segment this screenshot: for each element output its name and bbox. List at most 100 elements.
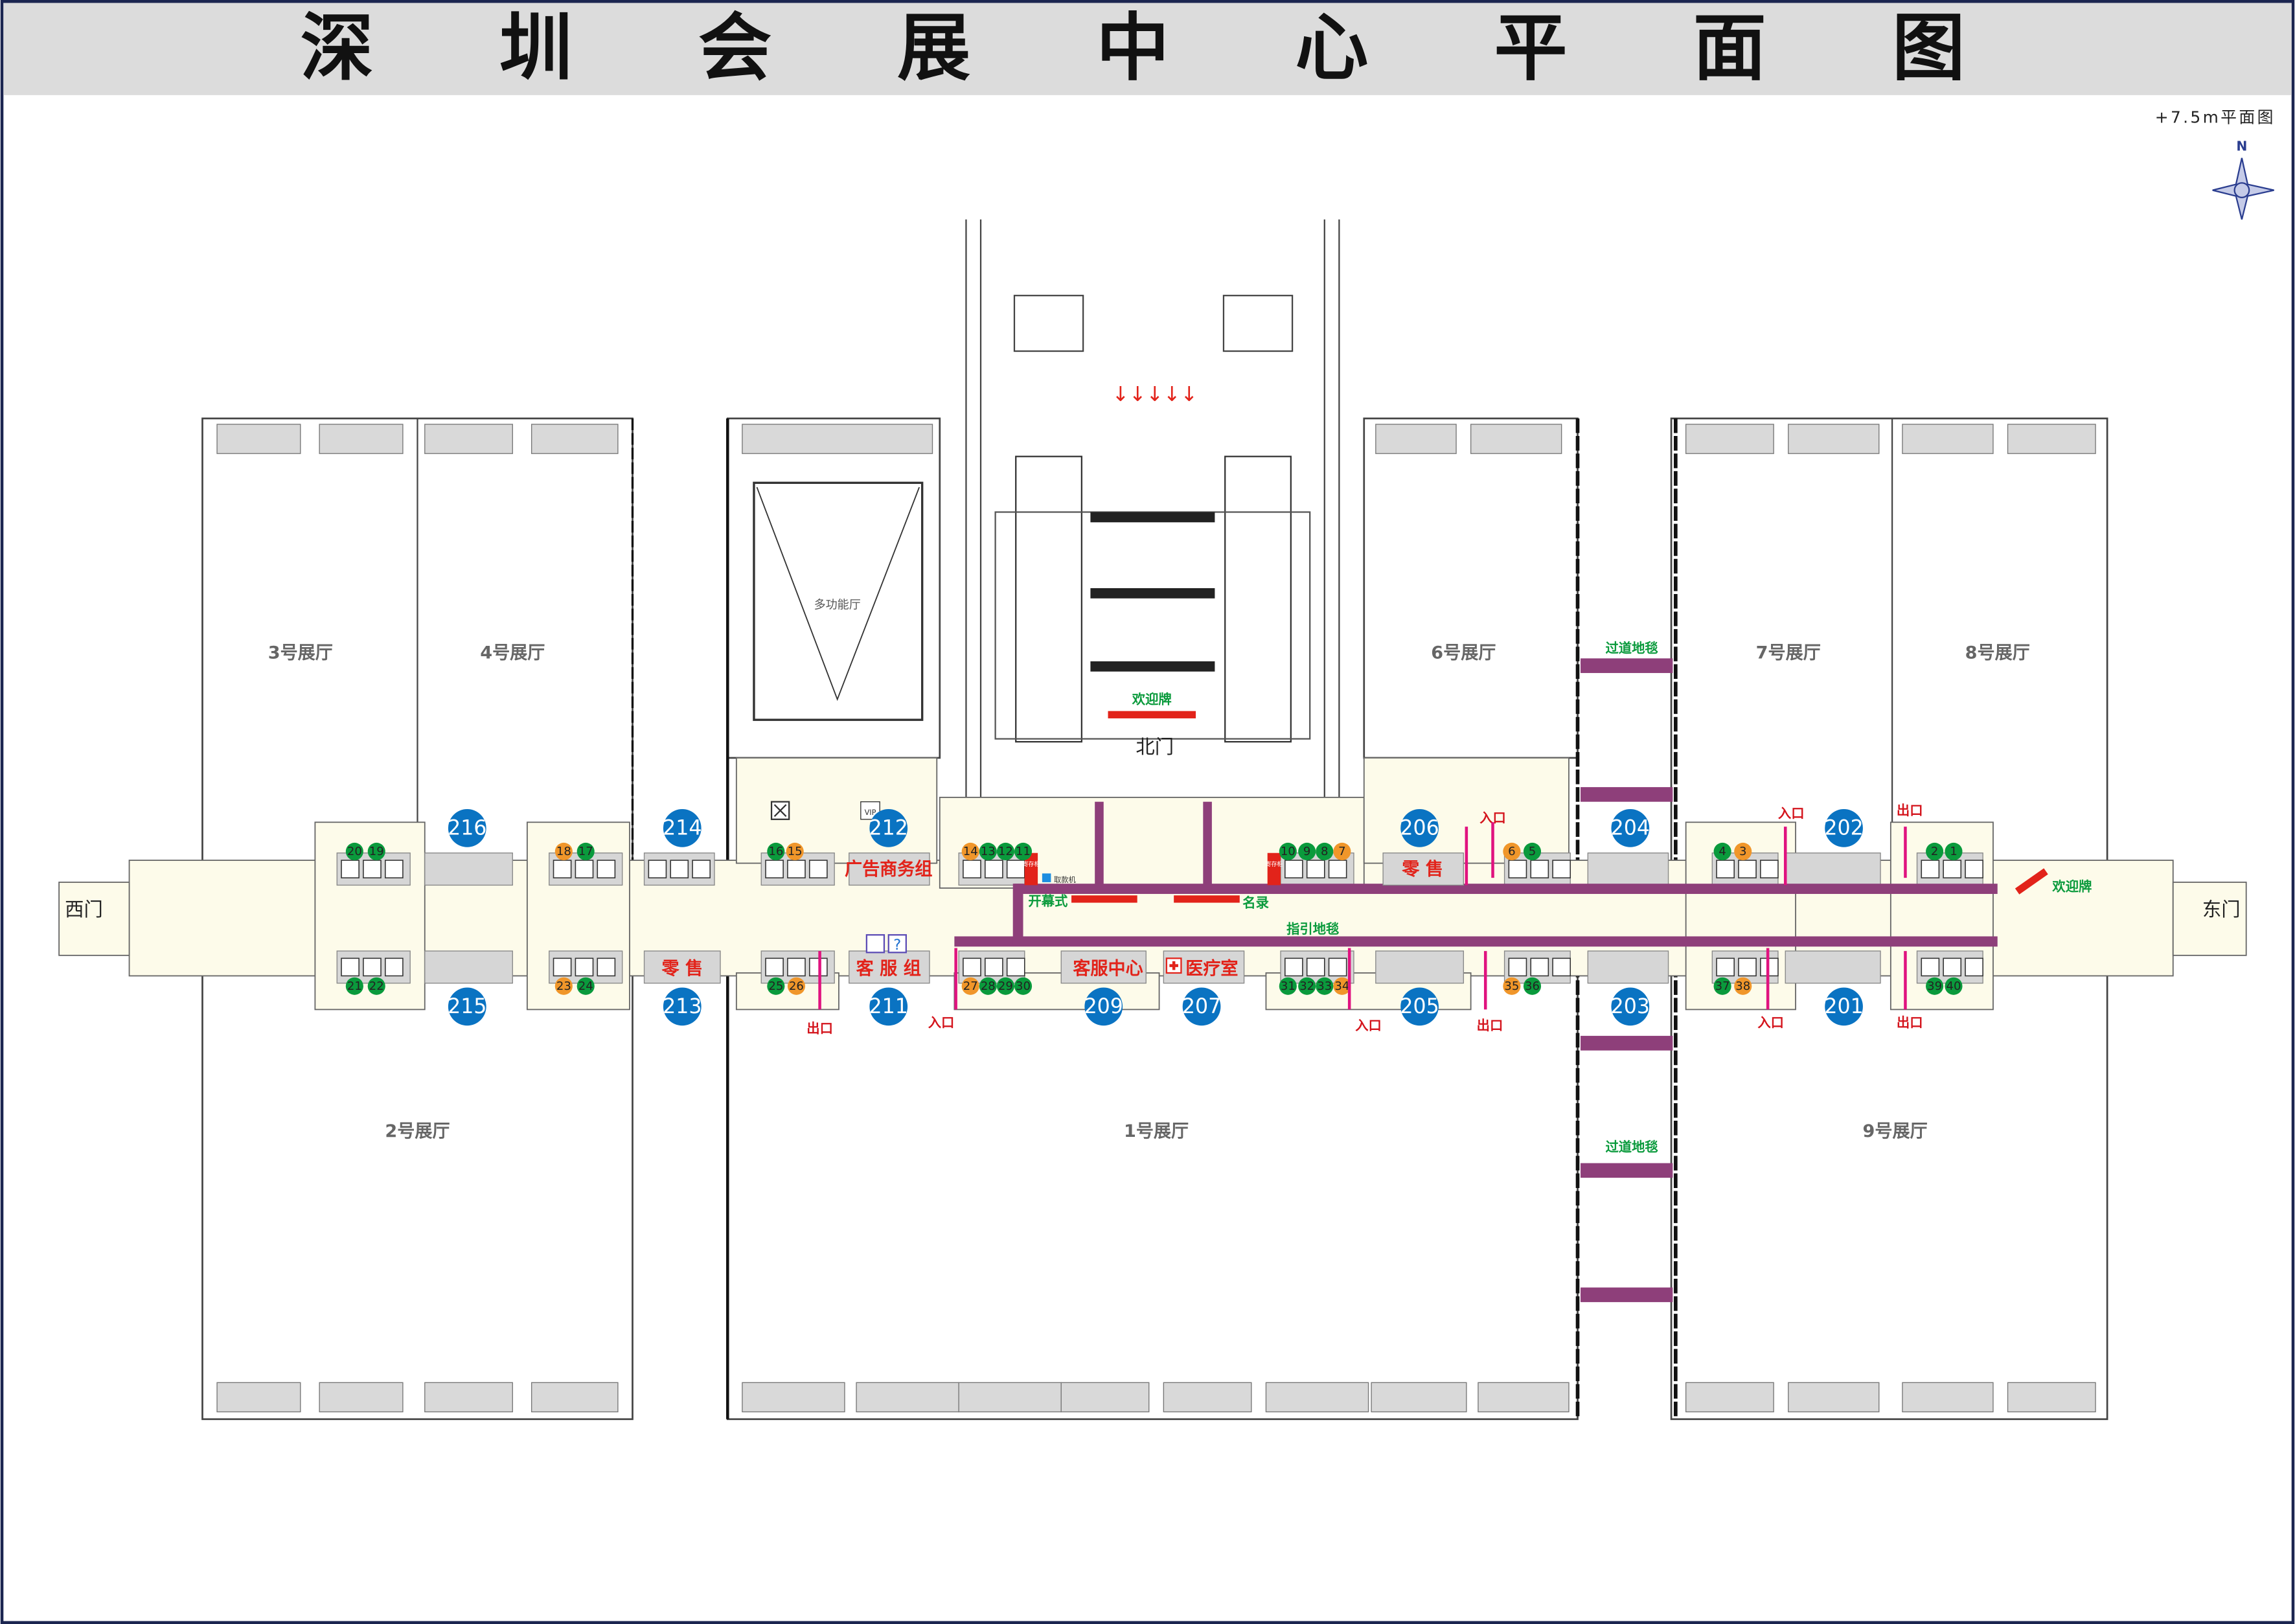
- hall-4-label: 4号展厅: [480, 643, 545, 663]
- hall-gate-strip: [319, 424, 404, 454]
- hall-gate-strip: [1902, 424, 1994, 454]
- title-band: [3, 3, 2292, 95]
- service-point-number: 1: [1950, 845, 1957, 858]
- service-point-dot: [979, 977, 997, 995]
- service-point-dot: [1734, 977, 1752, 995]
- guide-carpet-label: 指引地毯: [1286, 921, 1339, 937]
- service-point-number: 10: [1281, 845, 1296, 858]
- hall-2-label: 2号展厅: [385, 1121, 450, 1141]
- elevator-icon: [1285, 957, 1303, 977]
- service-point-dot: [1503, 977, 1521, 995]
- hall-6-label: 6号展厅: [1431, 643, 1496, 663]
- service-point-dot: [767, 842, 785, 861]
- opening-ceremony-label: 开幕式: [1028, 893, 1068, 909]
- phone-icon: [692, 860, 711, 878]
- service-point-number: 3: [1739, 845, 1746, 858]
- service-point-dot: [1523, 842, 1542, 861]
- escalator-icon: [1738, 957, 1757, 977]
- service-point-dot: [979, 842, 997, 861]
- escalator-icon: [363, 860, 382, 878]
- phone-icon: [1006, 860, 1025, 878]
- hall-8-label: 8号展厅: [1965, 643, 2030, 663]
- room-badge: [1825, 987, 1863, 1026]
- compass-icon: N: [2212, 139, 2274, 220]
- service-point-dot: [787, 977, 805, 995]
- hall-gate-strip: [424, 424, 513, 454]
- service-point-dot: [996, 977, 1014, 995]
- service-point-number: 38: [1735, 979, 1750, 993]
- service-point-number: 12: [998, 845, 1013, 858]
- help-icon: [887, 934, 907, 954]
- hall-gate-strip: [531, 424, 619, 454]
- elevator-icon: [648, 860, 667, 878]
- west-gate-text: 西门: [65, 898, 103, 921]
- hall-9-label: 9号展厅: [1863, 1121, 1928, 1141]
- hall-6-outline: [1363, 417, 1579, 759]
- service-point-number: 34: [1334, 979, 1349, 993]
- elevator-icon: [765, 957, 784, 977]
- service-point-dot: [577, 977, 595, 995]
- exit-label: 出口: [1897, 1015, 1923, 1031]
- escalator-icon: [363, 957, 382, 977]
- service-point-dot: [577, 842, 595, 861]
- service-point-number: 30: [1016, 979, 1031, 993]
- hall-1-outline: [726, 972, 1579, 1421]
- hall-gate-strips: [216, 424, 2096, 1413]
- hall-gate-strip: [958, 1382, 1062, 1413]
- service-point-dot: [1926, 977, 1944, 995]
- room-badge: [663, 987, 702, 1026]
- exit-label: 出口: [1477, 1018, 1503, 1033]
- phone-icon: [385, 957, 404, 977]
- phone-icon: [597, 957, 616, 977]
- info-icon: [865, 934, 885, 954]
- entrance-label: 入口: [1355, 1018, 1382, 1033]
- locker-label: 寄存柜: [1265, 860, 1283, 868]
- escalator-icon: [1306, 957, 1325, 977]
- service-point-dot: [1945, 977, 1963, 995]
- retail-top: 零 售: [1401, 859, 1443, 880]
- hall-gate-strip: [1478, 1382, 1570, 1413]
- aisle-carpets: 过道地毯 过道地毯: [1581, 640, 1673, 1303]
- phone-icon: [1328, 957, 1347, 977]
- service-point-number: 35: [1504, 979, 1519, 993]
- north-entrance: 欢迎牌 北门 ↓↓↓↓↓: [965, 219, 1340, 797]
- locker-label: 寄存柜: [1022, 860, 1040, 868]
- entrance-label: 入口: [1778, 806, 1805, 821]
- escalator-icon: [1530, 860, 1549, 878]
- hall-3-label: 3号展厅: [268, 643, 333, 663]
- service-point-dot: [554, 842, 573, 861]
- customer-service-group: 客 服 组: [856, 958, 921, 979]
- service-point-number: 2: [1931, 845, 1938, 858]
- hall-gate-strip: [1685, 1382, 1774, 1413]
- compass-north-label: N: [2236, 139, 2247, 154]
- service-point-number: 22: [369, 979, 384, 993]
- east-gate-label: 东门: [2202, 898, 2241, 921]
- phone-icon: [1760, 860, 1779, 878]
- service-block: [424, 950, 513, 984]
- phone-icon: [597, 860, 616, 878]
- ad-business-group: 广告商务组: [845, 859, 932, 880]
- hall-gate-strip: [742, 424, 933, 454]
- hall-7-label: 7号展厅: [1756, 643, 1821, 663]
- room-number: 214: [663, 816, 702, 840]
- hall-gate-strip: [1685, 424, 1774, 454]
- room-number: 209: [1084, 995, 1123, 1018]
- service-point-number: 17: [578, 845, 593, 858]
- room-badge: [663, 808, 702, 847]
- room-number: 207: [1182, 995, 1221, 1018]
- hall-1-label: 1号展厅: [1124, 1121, 1189, 1141]
- hall-gate-strip: [216, 424, 301, 454]
- service-point-dot: [1279, 977, 1297, 995]
- level-label: +7.5m平面图: [2155, 108, 2276, 127]
- service-point-number: 21: [347, 979, 362, 993]
- welcome-sign-east: 欢迎牌: [2051, 878, 2092, 894]
- elevator-icon: [963, 957, 981, 977]
- atm-icon: [1042, 873, 1051, 882]
- escalator-icon: [1738, 860, 1757, 878]
- service-point-number: 25: [768, 979, 783, 993]
- phone-icon: [1328, 860, 1347, 878]
- medical-room: 医疗室: [1185, 958, 1238, 979]
- service-point-number: 8: [1321, 845, 1328, 858]
- service-point-dot: [554, 977, 573, 995]
